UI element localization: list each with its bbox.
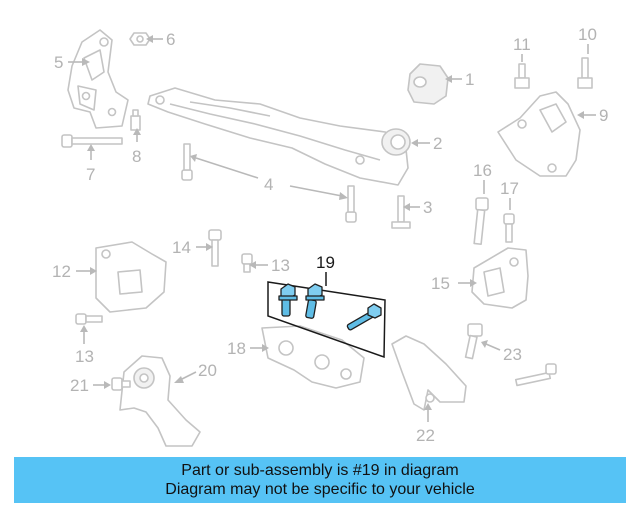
part-4-crossmember xyxy=(147,87,409,186)
part-19-bolt-set[interactable] xyxy=(267,272,386,359)
part-16-bolt xyxy=(473,197,489,246)
part-13-bolt-lower xyxy=(75,313,103,325)
callout-23: 23 xyxy=(503,345,522,364)
part-4-bolts xyxy=(181,143,357,223)
callout-13-upper: 13 xyxy=(271,256,290,275)
callout-17: 17 xyxy=(500,179,519,198)
callout-3: 3 xyxy=(423,198,432,217)
part-12-engine-mount xyxy=(95,241,167,313)
part-23-bolt-upper xyxy=(464,323,483,360)
part-3-stud xyxy=(391,195,411,229)
part-23-bolt-lower xyxy=(514,363,557,387)
part-5-bracket xyxy=(67,29,129,129)
part-7-bolt xyxy=(61,134,123,148)
callout-10: 10 xyxy=(578,25,597,44)
callout-12: 12 xyxy=(52,262,71,281)
callout-20: 20 xyxy=(198,361,217,380)
part-20-mount xyxy=(119,355,201,447)
callout-11: 11 xyxy=(513,35,531,54)
part-13-bolt-upper xyxy=(241,253,253,273)
part-17-bolt xyxy=(503,213,515,243)
callout-22: 22 xyxy=(416,426,435,445)
callout-19: 19 xyxy=(316,253,335,272)
callout-15: 15 xyxy=(431,274,450,293)
callout-16: 16 xyxy=(473,161,492,180)
parts-diagram: 1 2 3 4 5 6 7 8 9 10 11 12 13 13 14 15 1… xyxy=(52,25,608,447)
callout-18: 18 xyxy=(227,339,246,358)
callout-5: 5 xyxy=(54,53,63,72)
info-banner: Part or sub-assembly is #19 in diagram D… xyxy=(14,457,626,503)
callout-9: 9 xyxy=(599,106,608,125)
callout-2: 2 xyxy=(433,134,442,153)
part-11-bolt xyxy=(514,63,530,89)
callout-8: 8 xyxy=(132,147,141,166)
part-14-bolt xyxy=(208,229,222,267)
part-6-nut xyxy=(129,32,151,46)
callout-numbers: 1 2 3 4 5 6 7 8 9 10 11 12 13 13 14 15 1… xyxy=(52,25,608,445)
part-19-bolt-2 xyxy=(305,283,325,319)
callout-1: 1 xyxy=(465,70,474,89)
part-19-bolt-1 xyxy=(278,283,298,317)
part-8-clip xyxy=(130,109,141,131)
part-10-bolt xyxy=(577,57,593,89)
part-1-rubber-mount xyxy=(407,63,449,105)
part-21-bolt xyxy=(111,377,131,391)
part-22-bracket xyxy=(391,335,467,411)
part-18-bracket xyxy=(261,325,365,389)
part-15-mount xyxy=(471,247,529,309)
part-19-bolt-3 xyxy=(346,303,382,331)
part-9-mount-bracket xyxy=(497,91,581,177)
banner-line-2: Diagram may not be specific to your vehi… xyxy=(165,481,475,498)
banner-line-1: Part or sub-assembly is #19 in diagram xyxy=(181,462,459,479)
callout-4: 4 xyxy=(264,175,273,194)
callout-7: 7 xyxy=(86,165,95,184)
leader-lines xyxy=(68,35,596,422)
part-2-mount xyxy=(381,128,411,156)
callout-14: 14 xyxy=(172,238,191,257)
callout-6: 6 xyxy=(166,30,175,49)
callout-13-lower: 13 xyxy=(75,347,94,366)
part-19-callout-box xyxy=(267,281,386,359)
callout-21: 21 xyxy=(70,376,89,395)
